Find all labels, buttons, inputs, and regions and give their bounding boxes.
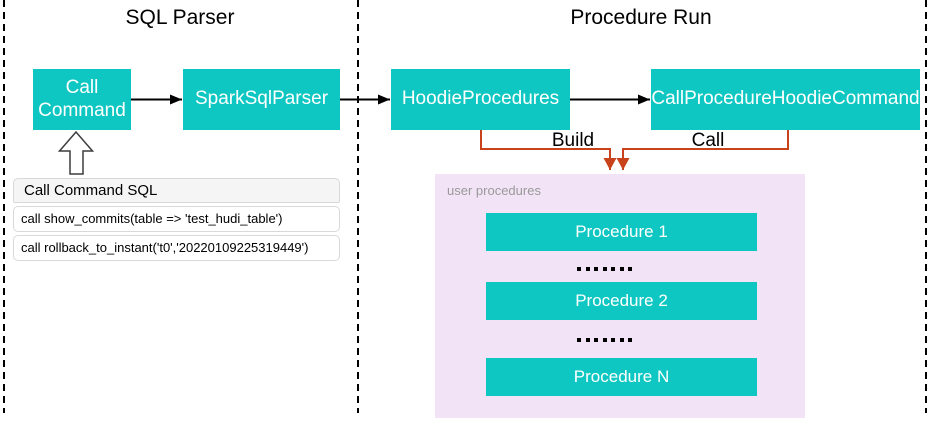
procedure-1-box: Procedure 1 — [486, 213, 757, 251]
node-call-procedure-hoodie-command: CallProcedureHoodieCommand — [651, 69, 920, 130]
procedure-n-box: Procedure N — [486, 358, 757, 396]
sql-row-show-commits: call show_commits(table => 'test_hudi_ta… — [13, 206, 340, 232]
hollow-up-arrow — [57, 130, 95, 175]
dot — [619, 338, 624, 342]
ellipsis-dots-1 — [577, 267, 632, 271]
procedure-2-box: Procedure 2 — [486, 282, 757, 320]
dot — [594, 267, 598, 271]
edge-label-call: Call — [691, 130, 725, 151]
dot — [628, 267, 632, 271]
edge-label-build: Build — [551, 130, 595, 151]
user-procedures-container: user procedures Procedure 1 Procedure 2 … — [435, 174, 805, 418]
section-title-procedure-run: Procedure Run — [570, 6, 712, 29]
dot — [594, 338, 598, 342]
dot — [611, 338, 615, 342]
call-command-sql-box: Call Command SQL call show_commits(table… — [13, 178, 340, 261]
dot — [611, 267, 615, 271]
dot — [585, 267, 590, 271]
node-call-command: Call Command — [33, 69, 131, 130]
node-hoodie-procedures: HoodieProcedures — [391, 69, 570, 130]
dot — [628, 338, 632, 342]
dot — [577, 338, 581, 342]
section-title-sql-parser: SQL Parser — [125, 6, 235, 29]
ellipsis-dots-2 — [577, 338, 632, 342]
node-spark-sql-parser: SparkSqlParser — [183, 69, 340, 130]
user-procedures-label: user procedures — [447, 183, 541, 198]
dot — [619, 267, 624, 271]
dot — [577, 267, 581, 271]
sql-box-title: Call Command SQL — [13, 178, 340, 203]
dot — [602, 338, 607, 342]
sql-row-rollback-to-instant: call rollback_to_instant('t0','202201092… — [13, 235, 340, 261]
dashed-divider-right — [925, 0, 927, 413]
dashed-divider-left — [3, 0, 5, 413]
dot — [602, 267, 607, 271]
dashed-divider-middle — [357, 0, 359, 413]
dot — [585, 338, 590, 342]
